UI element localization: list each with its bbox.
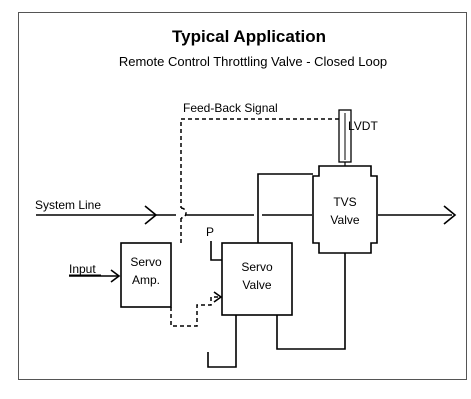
hydraulic-line-return <box>207 315 237 368</box>
tvs-valve-label-2: Valve <box>330 213 359 227</box>
pressure-label: P <box>206 225 214 239</box>
control-signal-arrow <box>213 291 223 303</box>
lvdt-label: LVDT <box>348 119 378 133</box>
tvs-valve-body <box>312 165 378 254</box>
diagram-subtitle: Remote Control Throttling Valve - Closed… <box>119 54 387 69</box>
input-arrow <box>110 269 121 283</box>
feedback-signal-label: Feed-Back Signal <box>183 101 278 115</box>
diagram-title: Typical Application <box>172 27 326 46</box>
diagram-frame <box>18 12 467 380</box>
feedback-signal-line <box>180 118 339 208</box>
feedback-signal-jump <box>180 207 187 219</box>
system-line-arrow-in <box>144 205 158 225</box>
servo-amp-block <box>120 242 172 308</box>
servo-amp-label-1: Servo <box>130 255 162 269</box>
servo-valve-label-1: Servo <box>241 260 273 274</box>
pressure-line <box>210 241 222 261</box>
servo-valve-label-2: Valve <box>242 278 271 292</box>
tvs-valve-label-1: TVS <box>333 195 356 209</box>
system-line-arrow-out <box>443 205 457 225</box>
servo-amp-label-2: Amp. <box>132 273 160 287</box>
system-line-label: System Line <box>35 198 101 212</box>
input-label: Input <box>69 262 96 276</box>
hydraulic-line-upper <box>257 173 313 243</box>
servo-valve-block <box>221 242 293 316</box>
control-signal-line <box>170 296 220 327</box>
hydraulic-line-lower <box>276 253 346 350</box>
